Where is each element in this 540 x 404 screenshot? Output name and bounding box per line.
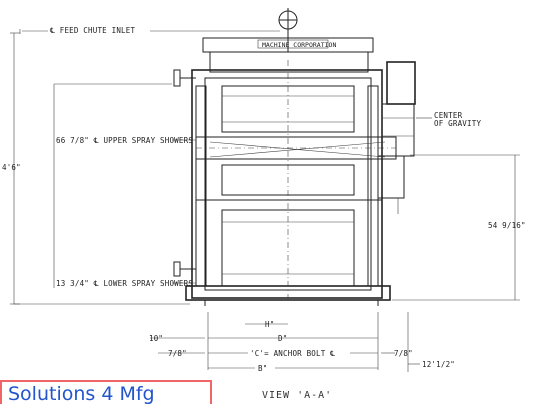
top-frame [202, 30, 374, 73]
dim-7-8-left-label: 7/8" [168, 349, 187, 358]
dim-7-8-right-label: 7/8" [394, 349, 413, 358]
motor-icon [377, 61, 416, 214]
dim-h-label: H" [265, 320, 274, 329]
view-label: VIEW 'A-A' [262, 390, 332, 401]
left-height-label: 4'6" [2, 163, 21, 172]
feed-chute-inlet-label: ℄ FEED CHUTE INLET [49, 26, 135, 35]
dim-12-half-label: 12'1/2" [422, 360, 455, 369]
anchor-bolt-label: 'C'= ANCHOR BOLT ℄ [250, 349, 336, 358]
dim-d-label: D" [278, 334, 287, 343]
dim-b-label: B" [258, 364, 267, 373]
cog-label-line1: CENTER [434, 111, 463, 120]
watermark-label: Solutions 4 Mfg [0, 380, 212, 404]
cog-label-line2: OF GRAVITY [434, 119, 481, 128]
machine-body [185, 60, 397, 306]
dim-10-label: 10" [149, 334, 163, 343]
lower-spray-label: 13 3/4" ℄ LOWER SPRAY SHOWERS [56, 279, 193, 288]
valve-icon [173, 69, 196, 277]
right-height-label: 54 9/16" [488, 221, 526, 230]
upper-spray-label: 66 7/8" ℄ UPPER SPRAY SHOWERS [56, 136, 193, 145]
nameplate-label: MACHINE CORPORATION [262, 41, 336, 49]
